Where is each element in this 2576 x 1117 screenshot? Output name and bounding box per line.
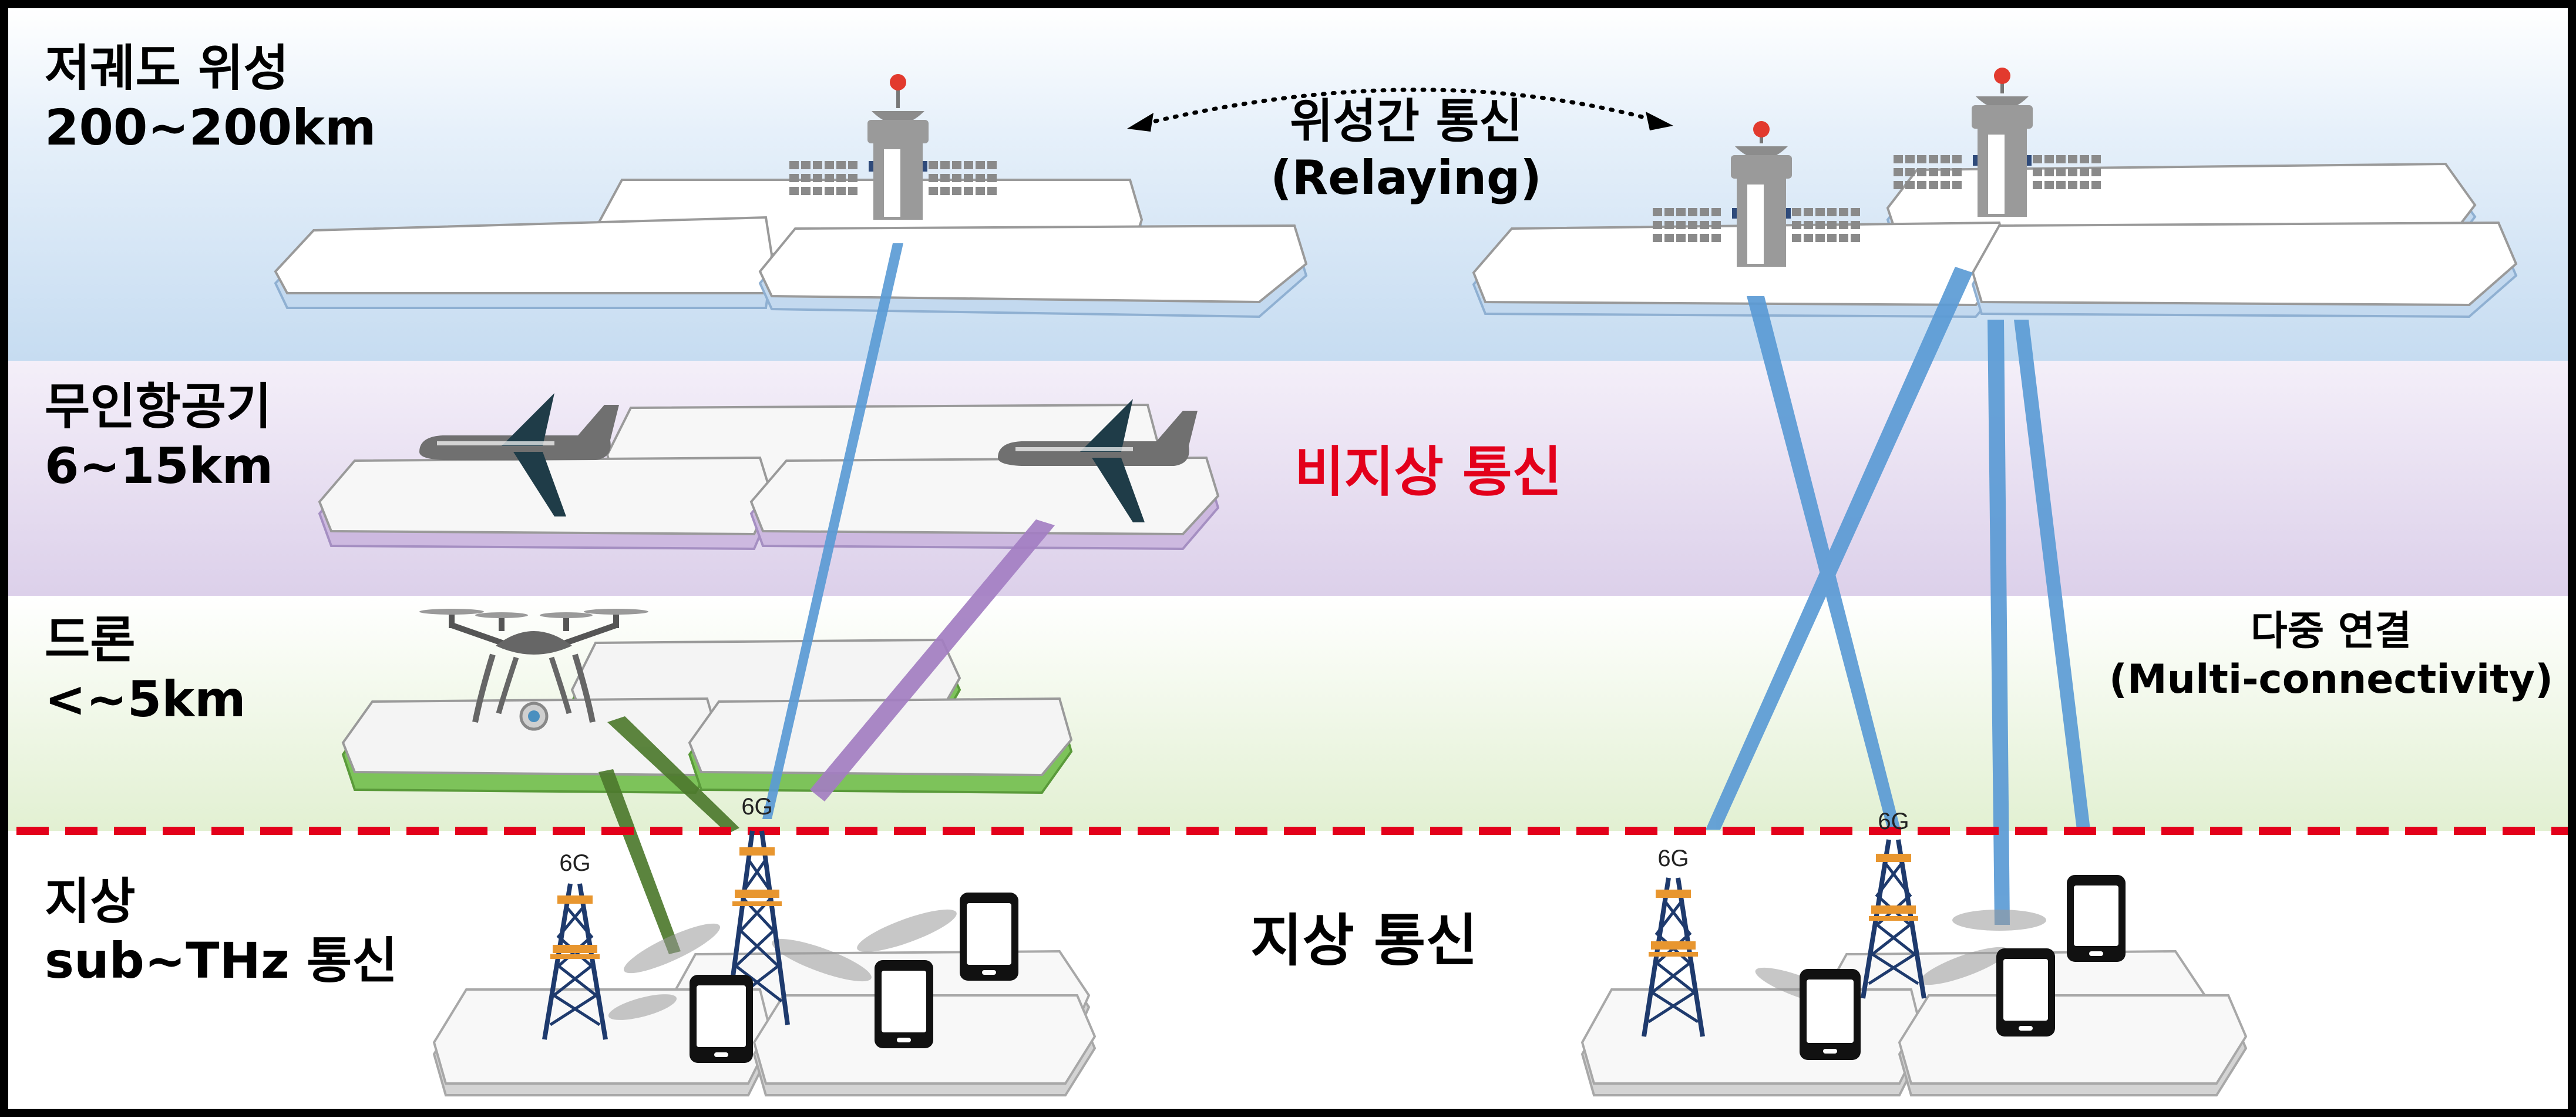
cell-tower-icon <box>724 830 790 1025</box>
cell-tower-icon <box>542 883 608 1040</box>
tower-label: 6G <box>741 794 772 820</box>
tower-label: 6G <box>559 850 590 876</box>
inter-satellite-link-arrow <box>1127 88 1673 132</box>
drone-layer-range: <~5km <box>45 670 246 728</box>
phones <box>690 875 2126 1063</box>
beam-drone-to-tower-left-1 <box>607 716 739 834</box>
satellite-layer-name: 저궤도 위성 <box>45 39 289 97</box>
beam-satellite-to-tower-left <box>762 243 903 819</box>
drone-layer-name: 드론 <box>45 611 136 669</box>
tower-label: 6G <box>1657 846 1689 871</box>
smartphone-icon <box>1996 948 2055 1037</box>
smartphone-icon <box>960 893 1018 981</box>
satellite-icon <box>1894 68 2101 217</box>
satellite-layer-range: 200~200km <box>45 98 376 156</box>
beam-satellite-to-ground-r1 <box>1747 296 1901 830</box>
beam-drone-to-tower-left-2 <box>598 769 681 954</box>
uav-layer-label: 무인항공기 6~15km <box>45 377 273 496</box>
inter-satellite-label: 위성간 통신 (Relaying) <box>1206 93 1606 206</box>
satellite-layer-label: 저궤도 위성 200~200km <box>45 39 376 157</box>
non-terrestrial-label: 비지상 통신 <box>1294 441 1562 504</box>
smartphone-icon <box>1800 969 1861 1060</box>
airplane-icon <box>419 393 619 516</box>
multi-connectivity-en: (Multi-connectivity) <box>2108 656 2554 703</box>
terrestrial-label: 지상 통신 <box>1250 908 1478 974</box>
beam-satellite-to-ground-r3 <box>1988 320 2010 925</box>
ground-layer-name: 지상 <box>45 873 136 930</box>
inter-satellite-title: 위성간 통신 <box>1290 94 1522 149</box>
satellite-platform-right <box>1472 162 2518 318</box>
drone-icon <box>419 609 648 731</box>
beams <box>598 243 2090 954</box>
beam-satellite-to-ground-r4 <box>2014 320 2090 830</box>
multi-connectivity-ko: 다중 연결 <box>2251 608 2412 655</box>
tower-label: 6G <box>1878 809 1909 834</box>
multi-connectivity-label: 다중 연결 (Multi-connectivity) <box>2099 608 2563 703</box>
beam-satellite-to-ground-r2 <box>1706 267 1973 830</box>
tower-labels: 6G 6G 6G 6G <box>559 794 1909 876</box>
satellite-icon <box>789 74 997 220</box>
drone-layer-label: 드론 <~5km <box>45 611 246 729</box>
cell-tower-icon <box>1861 839 1926 999</box>
uav-layer-name: 무인항공기 <box>45 378 272 435</box>
beam-uav-to-tower-left <box>810 519 1055 801</box>
smartphone-icon <box>2067 875 2126 962</box>
smartphone-icon <box>690 975 753 1063</box>
relaying-subtitle: (Relaying) <box>1270 150 1542 205</box>
ground-layer-label: 지상 sub~THz 통신 <box>45 872 398 991</box>
smartphone-icon <box>875 960 933 1048</box>
satellite-icon <box>1653 121 1860 267</box>
airplane-icon <box>998 399 1198 522</box>
uav-layer-range: 6~15km <box>45 437 274 495</box>
ground-layer-range: sub~THz 통신 <box>45 931 398 989</box>
cell-tower-icon <box>1642 877 1705 1037</box>
network-diagram: 6G 6G 6G 6G <box>8 8 2568 1109</box>
